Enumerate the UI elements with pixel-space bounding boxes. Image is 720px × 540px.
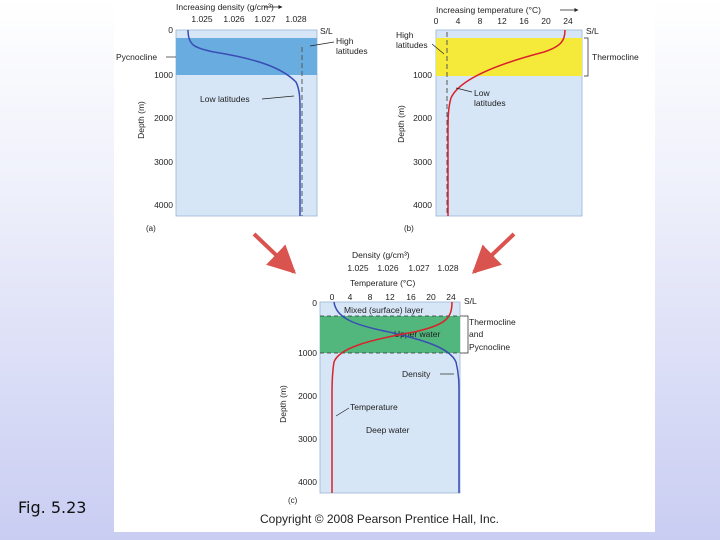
panel-c-depth-tick: 3000: [298, 434, 317, 444]
panel-b-high-leader: [431, 43, 445, 55]
panel-c-temp-tick: 0: [330, 292, 335, 302]
panel-c-deep-water: Deep water: [366, 425, 410, 435]
panel-c-mixed-layer: Mixed (surface) layer: [344, 305, 424, 315]
panel-c-letter: (c): [288, 496, 298, 505]
panel-c-temp-title: Temperature (°C): [350, 278, 415, 288]
panel-c-temperature-curve: [331, 301, 453, 493]
panel-a-depth-label: Depth (m): [136, 101, 146, 139]
panel-c-depth-tick: 2000: [298, 391, 317, 401]
panel-b-depth-tick: 4000: [413, 200, 432, 210]
copyright-notice: Copyright © 2008 Pearson Prentice Hall, …: [260, 512, 499, 526]
panel-c-thermo-label: Pycnocline: [469, 342, 510, 352]
panel-b-depth-tick: 1000: [413, 70, 432, 80]
panel-b-tick: 8: [478, 16, 483, 26]
panel-a: Increasing density (g/cm³) 1.025 1.026 1…: [116, 2, 368, 233]
panel-b-low-leader: [455, 87, 473, 93]
panel-c-density-tick: 1.028: [437, 263, 459, 273]
panel-b-depth-tick: 3000: [413, 157, 432, 167]
panel-b-thermocline-label: Thermocline: [592, 52, 639, 62]
panel-a-tick: 1.025: [191, 14, 213, 24]
panel-b-tick: 16: [519, 16, 529, 26]
panel-c-thermo-label: and: [469, 329, 483, 339]
panel-c-depth-tick: 4000: [298, 477, 317, 487]
panel-a-tick: 1.028: [285, 14, 307, 24]
panel-c-density-tick: 1.025: [347, 263, 369, 273]
panel-a-high-label: High: [336, 36, 354, 46]
panel-a-sea-level: S/L: [320, 26, 333, 36]
panel-b-sea-level: S/L: [586, 26, 599, 36]
panel-c-depth-tick: 0: [312, 298, 317, 308]
panel-a-depth-tick: 1000: [154, 70, 173, 80]
panel-c-upper-water: Upper water: [394, 329, 440, 339]
panel-b-tick: 24: [563, 16, 573, 26]
panel-b-low-label: Low: [474, 88, 490, 98]
panel-c-depth-tick: 1000: [298, 348, 317, 358]
panel-b-thermocline-band: [436, 38, 582, 76]
panel-b-axis-title: Increasing temperature (°C): [436, 5, 541, 15]
panel-c-density-title: Density (g/cm³): [352, 250, 410, 260]
panel-c-density-curve: [333, 301, 460, 493]
panel-a-tick: 1.026: [223, 14, 245, 24]
figure-label: Fig. 5.23: [18, 498, 87, 517]
panel-a-high-leader: [309, 41, 335, 47]
panel-c-sea-level: S/L: [464, 296, 477, 306]
panel-b-high-label: High: [396, 30, 414, 40]
panel-a-tick: 1.027: [254, 14, 276, 24]
panel-b-low-label: latitudes: [474, 98, 506, 108]
panel-b-high-label: latitudes: [396, 40, 428, 50]
panel-a-depth-tick: 2000: [154, 113, 173, 123]
panel-c-density-tick: 1.026: [377, 263, 399, 273]
panel-b-low-latitude-curve: [447, 29, 566, 216]
panel-c-temp-tick: 12: [385, 292, 395, 302]
panel-c-depth-label: Depth (m): [278, 385, 288, 423]
panel-a-depth-tick: 4000: [154, 200, 173, 210]
panel-a-low-label: Low latitudes: [200, 94, 250, 104]
panel-a-pycnocline-band: [176, 38, 317, 75]
panel-c-bracket: [464, 315, 469, 354]
panel-b: Increasing temperature (°C) 0 4 8 12 16 …: [396, 5, 639, 233]
panel-a-axis-title: Increasing density (g/cm³): [176, 2, 274, 12]
ocean-profiles-diagram: Increasing density (g/cm³) 1.025 1.026 1…: [116, 2, 639, 505]
panel-b-depth-label: Depth (m): [396, 105, 406, 143]
panel-a-low-latitude-curve: [187, 29, 301, 216]
panel-c-temp-tick: 8: [368, 292, 373, 302]
panel-b-thermocline-bracket: [584, 37, 589, 77]
panel-b-tick: 0: [434, 16, 439, 26]
panel-c-temp-tick: 4: [348, 292, 353, 302]
panel-a-letter: (a): [146, 224, 156, 233]
panel-a-high-label: latitudes: [336, 46, 368, 56]
panel-c: Density (g/cm³) 1.025 1.026 1.027 1.028 …: [278, 250, 516, 505]
panel-c-temp-tick: 16: [406, 292, 416, 302]
panel-a-depth-tick: 0: [168, 25, 173, 35]
arrow-b-to-c: [471, 232, 516, 274]
panel-c-density-tick: 1.027: [408, 263, 430, 273]
panel-c-temp-tick: 24: [446, 292, 456, 302]
panel-a-depth-tick: 3000: [154, 157, 173, 167]
panel-b-tick: 4: [456, 16, 461, 26]
panel-c-temp-tick: 20: [426, 292, 436, 302]
arrow-a-to-c: [252, 232, 297, 274]
panel-b-tick: 20: [541, 16, 551, 26]
panel-c-thermo-label: Thermocline: [469, 317, 516, 327]
panel-b-letter: (b): [404, 224, 414, 233]
panel-a-low-leader: [261, 95, 295, 100]
figure-sheet: Increasing density (g/cm³) 1.025 1.026 1…: [114, 0, 655, 532]
panel-c-density-label: Density: [402, 369, 431, 379]
panel-a-pycnocline-label: Pycnocline: [116, 52, 157, 62]
panel-b-tick: 12: [497, 16, 507, 26]
panel-c-temperature-leader: [335, 407, 350, 417]
panel-c-temperature-label: Temperature: [350, 402, 398, 412]
panel-b-depth-tick: 2000: [413, 113, 432, 123]
